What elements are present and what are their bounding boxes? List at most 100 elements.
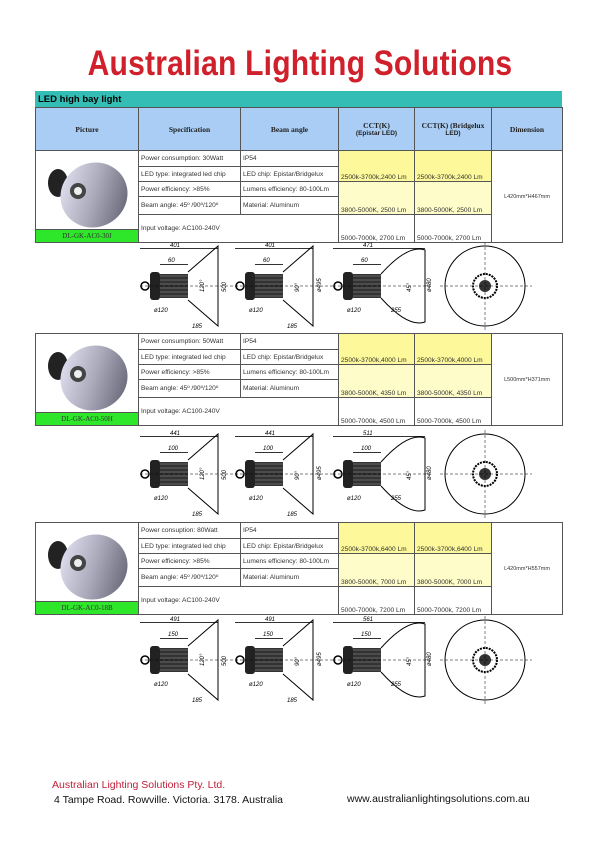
cct-epistar-cool: 5000-7000k, 2700 Lm bbox=[338, 214, 415, 243]
product-code: DL-GK-AC0-50H bbox=[36, 412, 138, 425]
spec-lumens: Lumens efficiency: 80-100Lm bbox=[240, 364, 339, 380]
dimension-label: 441 bbox=[265, 431, 275, 437]
side-view-drawing: 441 100 ø120 185 ø495 90° bbox=[235, 431, 335, 518]
dimension-label: 45° bbox=[407, 282, 413, 292]
dimension-label: 45° bbox=[407, 656, 413, 666]
dimension-label: ø120 bbox=[347, 308, 361, 314]
dimension-label: ø120 bbox=[154, 682, 168, 688]
dimension-label: 185 bbox=[287, 698, 298, 704]
header-picture: Picture bbox=[35, 107, 139, 151]
dimension-label: 150 bbox=[361, 632, 372, 638]
footer: Australian Lighting Solutions Pty. Ltd. … bbox=[52, 779, 530, 806]
dimension-label: 561 bbox=[363, 617, 373, 623]
spec-beam-angle: Beam angle: 45º /90º/120º bbox=[138, 379, 241, 398]
dimension-label: 185 bbox=[192, 512, 203, 518]
cct-epistar-neutral: 3800-5000K, 7000 Lm bbox=[338, 553, 415, 587]
lamp-image bbox=[48, 162, 128, 228]
header-cct-epistar: CCT(K)(Epistar LED) bbox=[338, 107, 415, 151]
cct-bridgelux-cool: 5000-7000k, 4500 Lm bbox=[414, 397, 492, 426]
spec-beam-angle: Beam angle: 45º /90º/120º bbox=[138, 568, 241, 587]
dimension-label: ø480 bbox=[427, 278, 433, 292]
header-table: Picture Specification Beam angle CCT(K)(… bbox=[35, 107, 563, 151]
product-picture: DL-GK-AC0-30J bbox=[35, 150, 139, 243]
dimension-label: 120° bbox=[200, 467, 206, 480]
dimension-label: 500 bbox=[222, 281, 228, 292]
dimension-label: 100 bbox=[263, 446, 274, 452]
dimension-label: ø120 bbox=[154, 308, 168, 314]
spec-power: Power consuption: 80Watt bbox=[138, 522, 241, 539]
spec-voltage: Input voltage: AC100-240V bbox=[138, 214, 339, 243]
section-title: LED high bay light bbox=[35, 91, 562, 107]
cct-bridgelux-cool: 5000-7000k, 2700 Lm bbox=[414, 214, 492, 243]
lamp-image bbox=[48, 345, 128, 411]
front-view-drawing bbox=[440, 616, 532, 704]
cct-bridgelux-cool: 5000-7000k, 7200 Lm bbox=[414, 586, 492, 615]
cct-epistar-warm: 2500k-3700k,6400 Lm bbox=[338, 522, 415, 554]
dimension-label: 100 bbox=[361, 446, 372, 452]
dimension-value: L500mm*H371mm bbox=[491, 333, 563, 426]
cct-bridgelux-neutral: 3800-5000K, 7000 Lm bbox=[414, 553, 492, 587]
dimension-label: ø120 bbox=[249, 496, 263, 502]
spec-material: Material: Aluminum bbox=[240, 379, 339, 398]
dimension-label: 90° bbox=[295, 656, 301, 666]
spec-chip: LED chip: Epistar/Bridgelux bbox=[240, 349, 339, 365]
dimension-label: 255 bbox=[390, 682, 402, 688]
dimension-label: 150 bbox=[168, 632, 179, 638]
spec-voltage: Input voltage: AC100-240V bbox=[138, 397, 339, 426]
dimension-label: 441 bbox=[170, 431, 180, 437]
spec-lumens: Lumens efficiency: 80-100Lm bbox=[240, 553, 339, 569]
website-link[interactable]: www.australianlightingsolutions.com.au bbox=[347, 793, 530, 805]
technical-drawings: 441 100 ø120 185 500 120° 441 100 ø120 185 ø4… bbox=[140, 430, 532, 518]
dimension-label: ø480 bbox=[427, 652, 433, 666]
cct-epistar-neutral: 3800-5000K, 4350 Lm bbox=[338, 364, 415, 398]
spec-lumens: Lumens efficiency: 80-100Lm bbox=[240, 181, 339, 197]
dimension-label: ø120 bbox=[249, 682, 263, 688]
dimension-label: ø495 bbox=[317, 278, 323, 292]
dimension-label: ø495 bbox=[317, 652, 323, 666]
product-picture: DL-GK-AC0-50H bbox=[35, 333, 139, 426]
spec-beam-angle: Beam angle: 45º /90º/120º bbox=[138, 196, 241, 215]
dimension-label: 185 bbox=[192, 324, 203, 330]
lamp-image bbox=[48, 534, 128, 600]
spec-material: Material: Aluminum bbox=[240, 196, 339, 215]
dimension-label: 500 bbox=[222, 469, 228, 480]
dimension-label: 255 bbox=[390, 308, 402, 314]
cct-epistar-warm: 2500k-3700k,2400 Lm bbox=[338, 150, 415, 182]
dimension-label: 45° bbox=[407, 470, 413, 480]
dimension-label: 90° bbox=[295, 282, 301, 292]
dimension-label: 471 bbox=[363, 243, 373, 249]
dimension-label: ø120 bbox=[347, 496, 361, 502]
spec-led-type: LED type: integrated led chip bbox=[138, 538, 241, 554]
dimension-label: ø495 bbox=[317, 466, 323, 480]
spec-efficiency: Power efficiency: >85% bbox=[138, 181, 241, 197]
spec-ip: IP54 bbox=[240, 522, 339, 539]
spec-chip: LED chip: Epistar/Bridgelux bbox=[240, 538, 339, 554]
front-view-drawing bbox=[440, 430, 532, 518]
cct-bridgelux-neutral: 3800-5000K, 4350 Lm bbox=[414, 364, 492, 398]
product-picture: DL-GK-AC0-18B bbox=[35, 522, 139, 615]
dimension-label: 401 bbox=[265, 243, 275, 249]
cct-epistar-warm: 2500k-3700k,4000 Lm bbox=[338, 333, 415, 365]
spec-voltage: Input voltage: AC100-240V bbox=[138, 586, 339, 615]
dimension-label: 120° bbox=[200, 279, 206, 292]
dimension-label: 491 bbox=[170, 617, 180, 623]
spec-led-type: LED type: integrated led chip bbox=[138, 349, 241, 365]
company-name: Australian Lighting Solutions Pty. Ltd. bbox=[52, 779, 226, 791]
dimension-label: 185 bbox=[287, 512, 298, 518]
product-code: DL-GK-AC0-18B bbox=[36, 601, 138, 614]
dimension-label: 90° bbox=[295, 470, 301, 480]
spec-power: Power consumption: 50Watt bbox=[138, 333, 241, 350]
spec-led-type: LED type: integrated led chip bbox=[138, 166, 241, 182]
header-spec: Specification bbox=[138, 107, 241, 151]
spec-material: Material: Aluminum bbox=[240, 568, 339, 587]
